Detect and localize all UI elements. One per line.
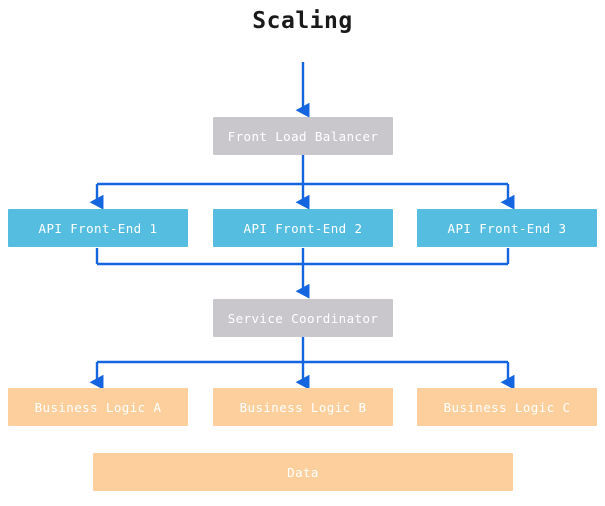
node-label-business-logic-c: Business Logic C	[443, 399, 571, 415]
node-label-front-load-balancer: Front Load Balancer	[227, 128, 379, 144]
node-api-front-end-3[interactable]: API Front-End 3	[417, 209, 597, 247]
node-label-api-front-end-3: API Front-End 3	[447, 220, 567, 236]
node-api-front-end-2[interactable]: API Front-End 2	[213, 209, 393, 247]
node-business-logic-c[interactable]: Business Logic C	[417, 388, 597, 426]
node-business-logic-a[interactable]: Business Logic A	[8, 388, 188, 426]
node-label-data: Data	[287, 464, 319, 480]
node-front-load-balancer[interactable]: Front Load Balancer	[213, 117, 393, 155]
node-business-logic-b[interactable]: Business Logic B	[213, 388, 393, 426]
node-label-service-coordinator: Service Coordinator	[227, 310, 379, 326]
node-label-api-front-end-2: API Front-End 2	[243, 220, 363, 236]
node-label-business-logic-b: Business Logic B	[239, 399, 367, 415]
node-label-api-front-end-1: API Front-End 1	[38, 220, 158, 236]
node-label-business-logic-a: Business Logic A	[34, 399, 162, 415]
node-service-coordinator[interactable]: Service Coordinator	[213, 299, 393, 337]
node-api-front-end-1[interactable]: API Front-End 1	[8, 209, 188, 247]
diagram-title: Scaling	[252, 8, 353, 34]
node-data[interactable]: Data	[93, 453, 513, 491]
